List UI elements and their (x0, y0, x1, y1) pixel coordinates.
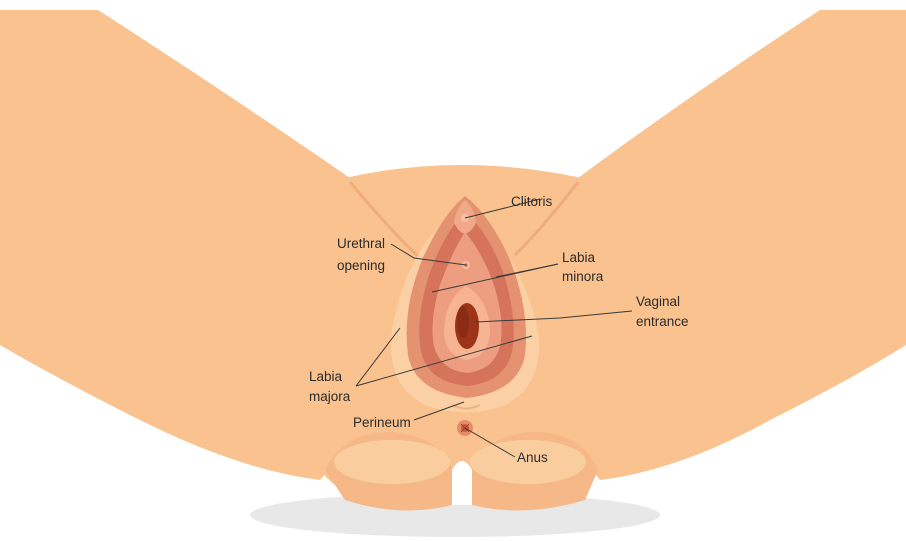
label-clitoris: Clitoris (511, 194, 553, 209)
label-labia-majora-line2: majora (309, 389, 351, 404)
label-urethral-opening-line2: opening (337, 258, 385, 273)
label-labia-majora-line1: Labia (309, 369, 343, 384)
gluteal-cleft (452, 461, 472, 505)
label-labia-minora-line2: minora (562, 269, 604, 284)
left-buttock-highlight (334, 440, 450, 484)
label-vaginal-entrance-line1: Vaginal (636, 294, 680, 309)
vaginal-opening-shade (457, 306, 469, 338)
label-urethral-opening-line1: Urethral (337, 236, 385, 251)
label-labia-minora-line1: Labia (562, 250, 596, 265)
label-anus: Anus (517, 450, 548, 465)
label-vaginal-entrance-line2: entrance (636, 314, 689, 329)
label-perineum: Perineum (353, 415, 411, 430)
